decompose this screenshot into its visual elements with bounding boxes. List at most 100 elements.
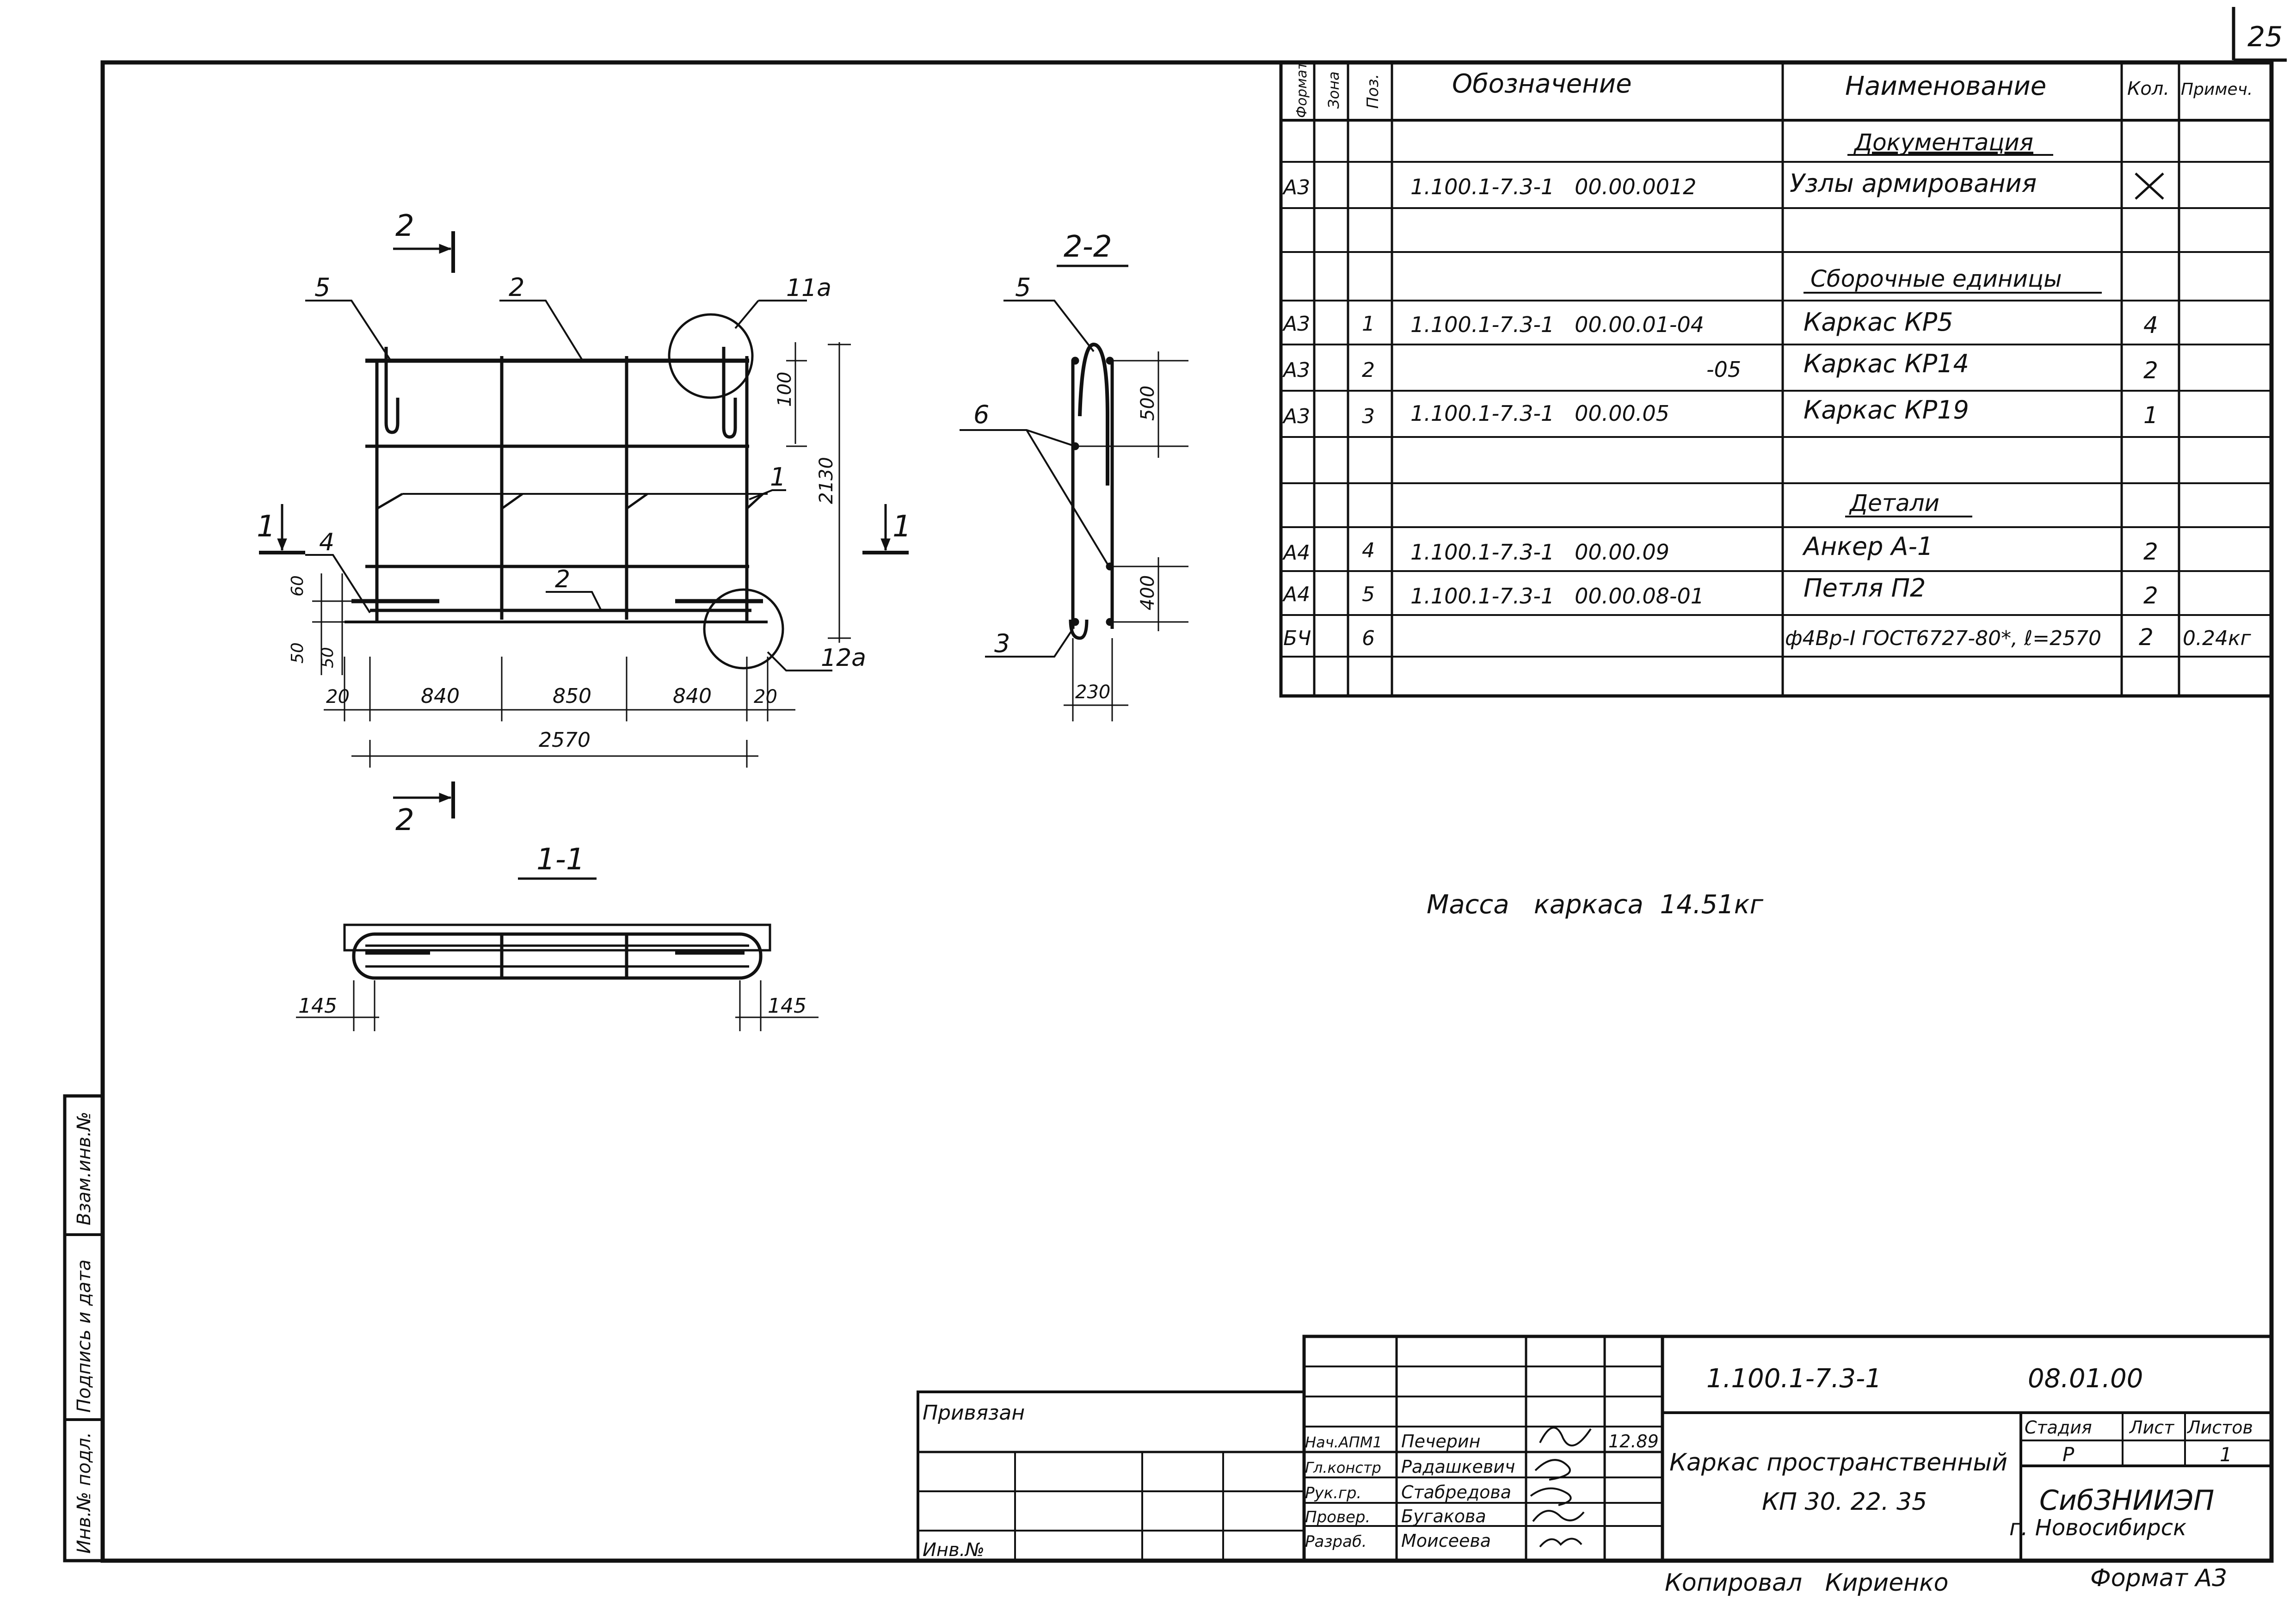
- row-qty: 2: [2143, 582, 2158, 609]
- row-designation: 1.100.1-7.3-1 00.00.08-01: [1410, 584, 1704, 609]
- role-label: Провер.: [1305, 1508, 1370, 1526]
- row-format: А3: [1282, 176, 1310, 199]
- signer-name: Печерин: [1401, 1431, 1480, 1452]
- dim-label: 145: [298, 994, 337, 1018]
- privyazan-label: Привязан: [923, 1401, 1025, 1425]
- dim-label: 145: [768, 994, 806, 1018]
- row-format: А3: [1282, 405, 1310, 428]
- dim-label: 500: [1137, 386, 1158, 421]
- row-name: Каркас КР14: [1804, 349, 1969, 378]
- row-format: А3: [1282, 358, 1310, 382]
- cut-mark-1-right: 1: [893, 510, 911, 544]
- title-block: [917, 1335, 2273, 1563]
- role-label: Разраб.: [1305, 1532, 1367, 1551]
- page-number: 25: [2247, 21, 2283, 53]
- inv-no-label: Инв.№: [923, 1539, 985, 1561]
- callout-label: 5: [314, 273, 330, 302]
- cross-mark-icon: [2135, 172, 2164, 200]
- row-pos: 3: [1362, 405, 1375, 428]
- spec-table-headers: Формат Зона Поз. Обозначение Наименовани…: [1294, 61, 2253, 118]
- sheets-value: 1: [2220, 1443, 2232, 1466]
- cut-mark-2-bottom: 2: [395, 803, 414, 837]
- org-name: СибЗНИИЭП: [2039, 1484, 2214, 1517]
- section-1-1-dimension-labels: 145 145: [298, 994, 806, 1018]
- row-name: Петля П2: [1804, 573, 1926, 603]
- row-format: БЧ: [1283, 627, 1311, 650]
- header-pos: Поз.: [1364, 74, 1382, 109]
- role-label: Рук.гр.: [1305, 1484, 1361, 1502]
- front-view-callout-labels: 5 2 11а 1 4 2 12а: [314, 273, 866, 672]
- callout-label: 6: [973, 400, 989, 429]
- section-title: Детали: [1849, 490, 1939, 517]
- title-line-1: Каркас пространственный: [1669, 1449, 2007, 1477]
- front-view-dimension-labels: 100 2130 60 50 50 20 840 850 840 20 2570: [288, 372, 837, 752]
- row-format: А4: [1282, 541, 1310, 565]
- side-vzam: Взам.инв.№: [74, 1112, 95, 1225]
- row-format: А3: [1282, 312, 1310, 336]
- page-number-box: 25: [2232, 7, 2287, 62]
- row-name: Анкер А-1: [1802, 532, 1933, 561]
- section-1-1-title: 1-1: [536, 843, 585, 877]
- header-qty: Кол.: [2127, 78, 2169, 99]
- title-block-text: Привязан Инв.№ Нач.АПМ1 Гл.констр Рук.гр…: [923, 1364, 2253, 1597]
- row-designation: 1.100.1-7.3-1 00.00.09: [1410, 540, 1669, 565]
- row-qty: 2: [2139, 624, 2154, 651]
- header-name: Наименование: [1845, 71, 2046, 101]
- section-2-2-view: [1069, 342, 1114, 640]
- row-qty: 1: [2143, 402, 2158, 429]
- signer-name: Радашкевич: [1401, 1457, 1515, 1477]
- dim-label: 2570: [539, 728, 591, 752]
- callout-label: 2: [555, 566, 570, 593]
- dim-label: 50: [288, 642, 307, 664]
- callout-label: 11а: [786, 274, 831, 302]
- row-name: Узлы армирования: [1790, 169, 2037, 198]
- dim-label: 840: [673, 684, 712, 708]
- header-zone: Зона: [1325, 71, 1342, 109]
- front-view-dimensions: [312, 342, 851, 768]
- row-name: ф4Вр-I ГОСТ6727-80*, ℓ=2570: [1785, 627, 2101, 650]
- header-note: Примеч.: [2181, 80, 2253, 99]
- stage-value: Р: [2062, 1443, 2074, 1466]
- doc-code: 1.100.1-7.3-1: [1706, 1364, 1882, 1394]
- row-pos: 4: [1362, 539, 1375, 562]
- dim-label: 60: [288, 575, 307, 597]
- signer-name: Стабредова: [1401, 1482, 1511, 1502]
- cut-marks: [259, 231, 909, 818]
- callout-label: 2: [509, 273, 524, 302]
- dim-label: 50: [318, 647, 337, 668]
- row-pos: 2: [1362, 358, 1375, 382]
- side-stamp: Взам.инв.№ Подпись и дата Инв.№ подл.: [63, 1094, 105, 1563]
- org-city: г. Новосибирск: [2009, 1515, 2186, 1541]
- signer-name: Моисеева: [1401, 1531, 1491, 1551]
- section-1-1-dimensions: [296, 980, 819, 1031]
- copied-by: Копировал Кириенко: [1665, 1569, 1948, 1597]
- section-title: Сборочные единицы: [1810, 265, 2062, 292]
- row-qty: 2: [2143, 538, 2158, 565]
- cut-mark-labels: 2 2 1 1: [257, 209, 911, 837]
- dim-label: 840: [421, 684, 460, 708]
- section-2-2-dimensions: [1064, 351, 1188, 721]
- format-label: Формат А3: [2090, 1564, 2227, 1592]
- front-view: [345, 313, 784, 670]
- header-designation: Обозначение: [1452, 69, 1632, 99]
- row-qty: 2: [2143, 357, 2158, 384]
- mass-note: Масса каркаса 14.51кг: [1427, 890, 1764, 920]
- role-label: Гл.констр: [1305, 1459, 1381, 1477]
- dim-label: 100: [774, 372, 795, 407]
- section-1-1-view: [343, 923, 771, 980]
- cut-mark-2-top: 2: [395, 209, 414, 243]
- signature-date: 12.89: [1608, 1431, 1659, 1452]
- sheet-code: 08.01.00: [2028, 1364, 2143, 1394]
- row-qty: 4: [2143, 312, 2158, 338]
- row-designation: -05: [1706, 357, 1741, 382]
- dim-label: 850: [553, 684, 591, 708]
- dim-label: 400: [1137, 575, 1158, 610]
- callout-label: 5: [1015, 273, 1031, 302]
- row-name: Каркас КР5: [1804, 308, 1953, 337]
- detail-circle-12a: [703, 588, 784, 670]
- spec-table-rows: Документация А3 1.100.1-7.3-1 00.00.0012…: [1282, 129, 2252, 651]
- sheet-label: Лист: [2129, 1417, 2175, 1438]
- callout-label: 4: [319, 529, 334, 556]
- dim-label: 20: [754, 686, 777, 707]
- row-designation: 1.100.1-7.3-1 00.00.01-04: [1410, 312, 1704, 337]
